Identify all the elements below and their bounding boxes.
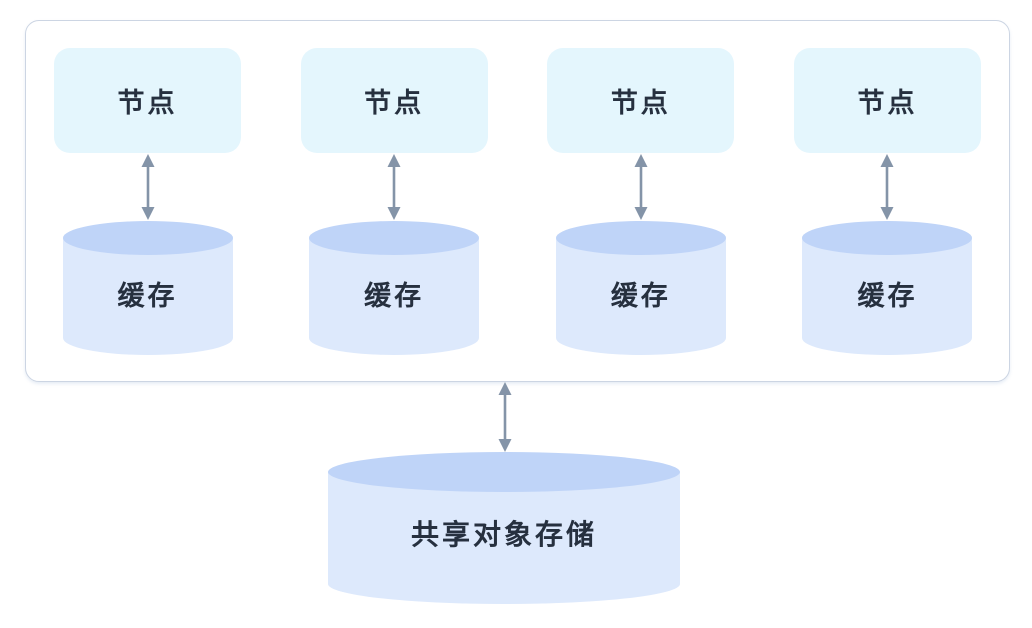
cache-cylinder: 缓存 — [62, 221, 233, 355]
node-cache-column: 节点 缓存 — [54, 48, 241, 381]
shared-storage-label: 共享对象存储 — [410, 519, 597, 550]
node-label: 节点 — [610, 88, 671, 118]
node-label: 节点 — [117, 88, 178, 118]
node-box: 节点 — [54, 48, 241, 153]
cache-label: 缓存 — [857, 280, 918, 311]
cache-label: 缓存 — [364, 280, 425, 311]
shared-storage-cylinder: 共享对象存储 — [328, 452, 680, 604]
bidirectional-arrow-icon — [880, 154, 894, 220]
bidirectional-arrow-icon — [387, 154, 401, 220]
bidirectional-arrow-icon — [634, 154, 648, 220]
node-cache-column: 节点 缓存 — [793, 48, 981, 381]
node-box: 节点 — [793, 48, 981, 153]
bidirectional-arrow-icon — [141, 154, 154, 220]
cache-cylinder: 缓存 — [555, 221, 726, 355]
cylinder-shape — [309, 221, 480, 355]
node-cache-column: 节点 缓存 — [300, 48, 488, 381]
cache-label: 缓存 — [117, 280, 178, 311]
node-label: 节点 — [857, 88, 918, 118]
cylinder-shape — [802, 221, 973, 355]
bidirectional-arrow-icon — [498, 382, 512, 452]
cache-cylinder: 缓存 — [309, 221, 480, 355]
cylinder-shape — [555, 221, 726, 355]
cylinder-shape — [328, 452, 680, 604]
node-box: 节点 — [547, 48, 735, 153]
node-box: 节点 — [300, 48, 488, 153]
node-label: 节点 — [364, 88, 425, 118]
cluster-container: 节点 缓存 节点 — [25, 20, 1010, 382]
cache-cylinder: 缓存 — [802, 221, 973, 355]
node-cache-column: 节点 缓存 — [547, 48, 735, 381]
cylinder-shape — [62, 221, 233, 355]
cache-label: 缓存 — [610, 280, 671, 311]
